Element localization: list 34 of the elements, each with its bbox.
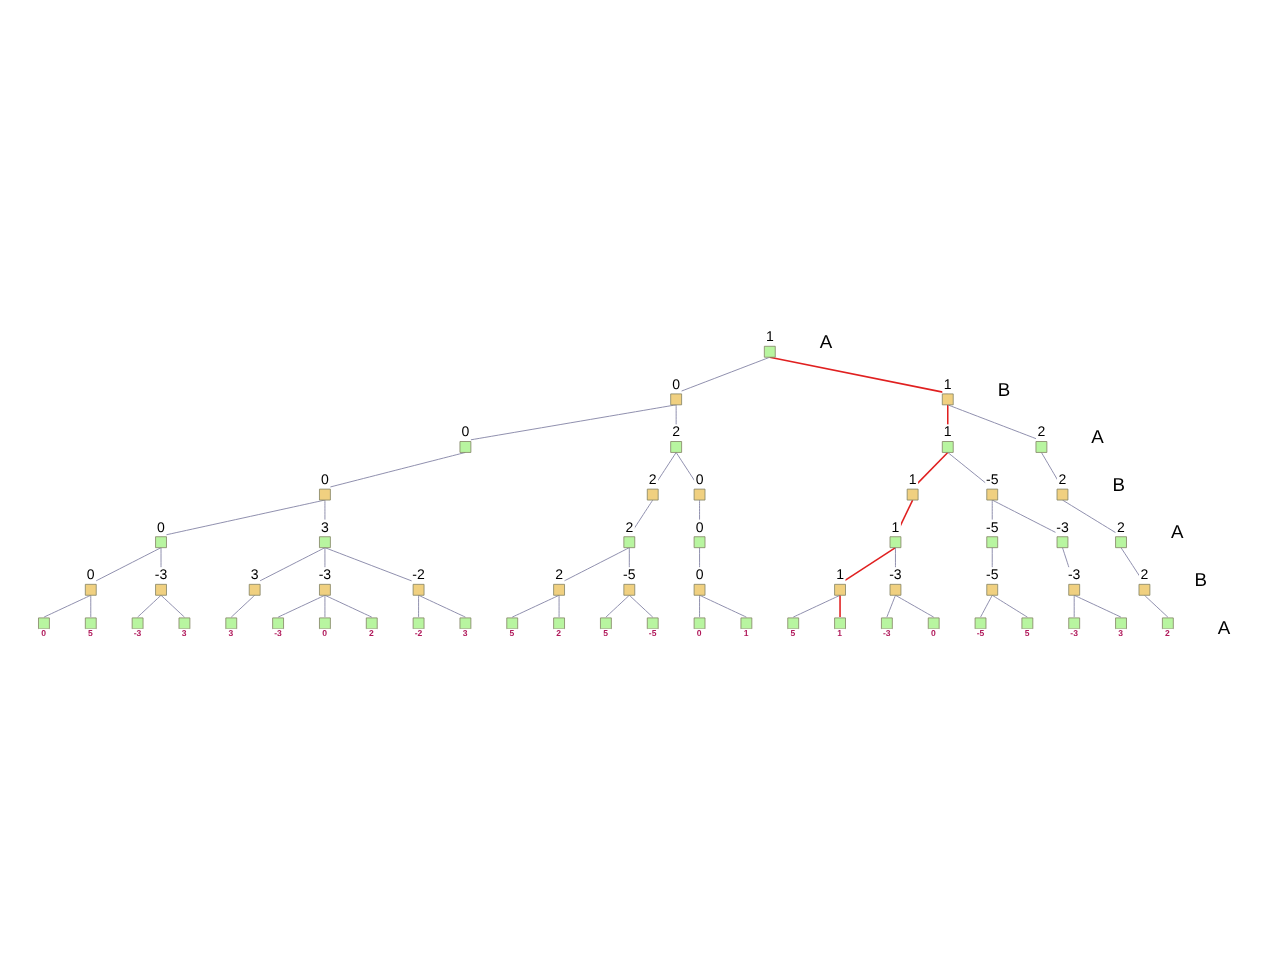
connector bbox=[1073, 594, 1075, 618]
connector bbox=[137, 594, 162, 618]
label: B bbox=[997, 379, 1011, 400]
connector bbox=[324, 594, 373, 618]
connector bbox=[699, 594, 701, 618]
connector bbox=[792, 594, 841, 618]
connector bbox=[991, 594, 1028, 618]
connector bbox=[605, 594, 630, 618]
connector bbox=[628, 594, 654, 618]
connector bbox=[699, 594, 747, 618]
connector bbox=[418, 594, 420, 618]
connector bbox=[160, 594, 185, 618]
connector bbox=[558, 594, 560, 618]
connector bbox=[1143, 594, 1169, 618]
connector bbox=[90, 594, 92, 618]
label: A bbox=[1091, 427, 1104, 448]
connector bbox=[980, 594, 993, 618]
connector bbox=[418, 594, 466, 618]
connector bbox=[1073, 594, 1122, 618]
connector bbox=[43, 594, 92, 618]
connector bbox=[324, 451, 466, 489]
connector bbox=[886, 594, 896, 618]
connector bbox=[1062, 499, 1122, 537]
label: B bbox=[1194, 570, 1207, 591]
label: B bbox=[1112, 474, 1125, 495]
connector bbox=[895, 594, 935, 618]
connector bbox=[230, 594, 256, 618]
connector bbox=[511, 594, 560, 618]
connector bbox=[324, 594, 326, 618]
connector bbox=[277, 594, 326, 618]
label: A bbox=[1170, 522, 1184, 543]
label: A bbox=[819, 332, 833, 353]
label: A bbox=[1217, 617, 1231, 638]
connector bbox=[839, 594, 841, 618]
